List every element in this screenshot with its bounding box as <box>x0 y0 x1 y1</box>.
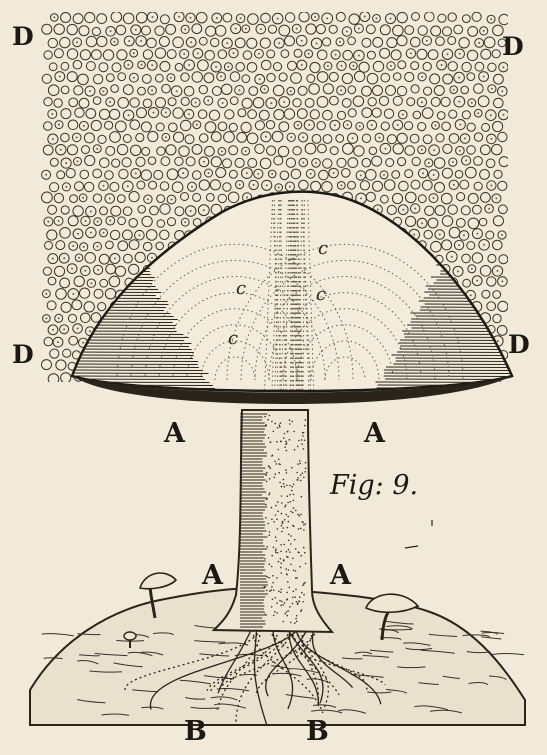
label-a-cap-left: A <box>164 420 185 447</box>
label-a-cap-right: A <box>364 420 385 447</box>
label-b-root-left: B <box>184 718 207 745</box>
label-d-left: D <box>12 342 34 367</box>
label-a-stem-left: A <box>202 562 223 589</box>
label-c-gill-lower-left: c <box>228 330 238 348</box>
label-a-stem-right: A <box>330 562 351 589</box>
label-c-gill-top-right: c <box>318 240 328 258</box>
label-d-top-left: D <box>12 24 34 49</box>
figure-caption: Fig: 9. <box>330 472 418 499</box>
label-c-gill-mid-left: c <box>236 280 246 298</box>
label-b-root-right: B <box>306 718 329 745</box>
engraving-mark <box>405 546 418 548</box>
label-c-gill-mid-right: c <box>316 286 326 304</box>
label-d-right: D <box>508 332 530 357</box>
label-d-top-right: D <box>502 34 524 59</box>
